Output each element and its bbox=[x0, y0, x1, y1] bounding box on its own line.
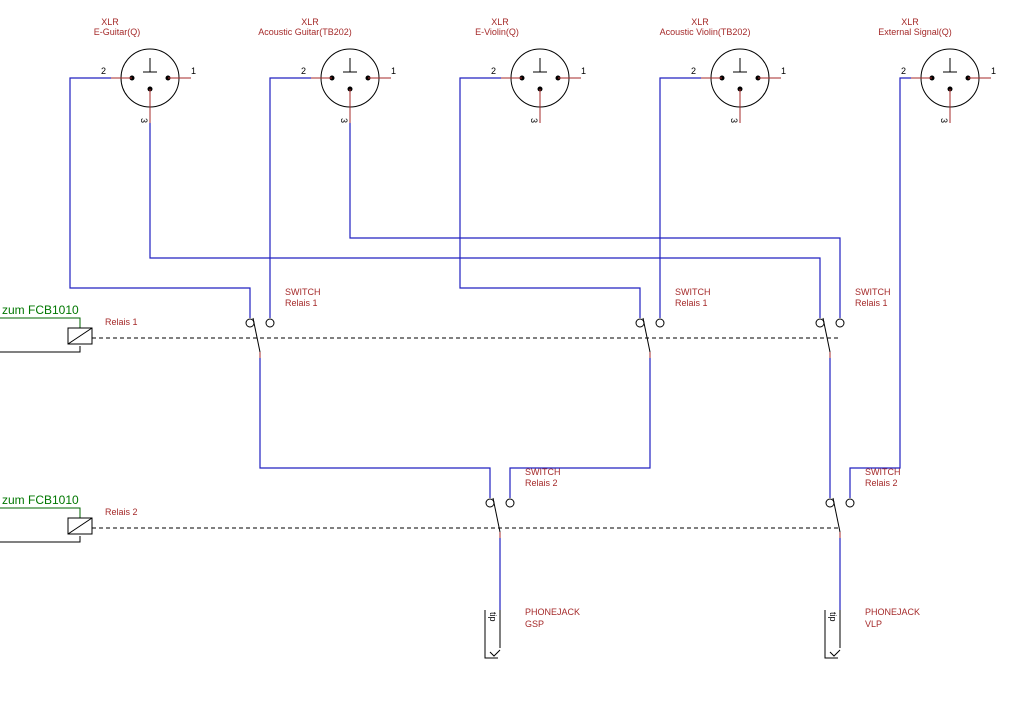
switch-lever bbox=[822, 317, 831, 353]
wire-switch2-to-switch4 bbox=[509, 358, 651, 498]
relay-name-label: Relais 1 bbox=[105, 317, 138, 327]
wire-acoustic-guitar-pin2 bbox=[269, 77, 311, 318]
relay-source-label: zum FCB1010 bbox=[2, 303, 79, 317]
switch-contact bbox=[655, 318, 665, 328]
switch-contact bbox=[845, 498, 855, 508]
signal-wires bbox=[69, 77, 911, 610]
xlr-pin-label: 1 bbox=[781, 66, 786, 76]
switch-contact bbox=[245, 318, 255, 328]
wire-external-signal-pin2 bbox=[849, 77, 911, 498]
switch-relais2-b: SWITCH Relais 2 bbox=[825, 467, 901, 538]
xlr-pin-label: 2 bbox=[691, 66, 696, 76]
switch-contact bbox=[505, 498, 515, 508]
switch-name-label: Relais 1 bbox=[285, 298, 318, 308]
phonejack-icon bbox=[824, 610, 838, 659]
xlr-pin-label: 1 bbox=[581, 66, 586, 76]
relay-return-wire bbox=[0, 346, 81, 353]
switch-name-label: Relais 2 bbox=[525, 478, 558, 488]
wire-acoustic-violin-pin2 bbox=[659, 77, 701, 318]
switch-lever bbox=[832, 497, 841, 533]
relay-control-wire bbox=[0, 507, 81, 518]
xlr-type-label: XLR bbox=[101, 17, 119, 27]
switch-type-label: SWITCH bbox=[675, 287, 711, 297]
xlr-name-label: E-Guitar(Q) bbox=[94, 27, 141, 37]
relay-return-wire bbox=[0, 536, 81, 543]
relay-source-label: zum FCB1010 bbox=[2, 493, 79, 507]
xlr-pin-label: 3 bbox=[139, 118, 149, 123]
xlr-connector-e-violin: XLR E-Violin(Q) 2 1 3 bbox=[475, 17, 586, 123]
xlr-connector-e-guitar: XLR E-Guitar(Q) 2 1 3 bbox=[94, 17, 196, 123]
xlr-type-label: XLR bbox=[691, 17, 709, 27]
phonejack-gsp: PHONEJACK GSP tip bbox=[484, 607, 580, 659]
xlr-pin-label: 2 bbox=[101, 66, 106, 76]
xlr-pin-label: 1 bbox=[991, 66, 996, 76]
xlr-pin-label: 2 bbox=[301, 66, 306, 76]
xlr-connector-acoustic-violin: XLR Acoustic Violin(TB202) 2 1 3 bbox=[660, 17, 786, 123]
xlr-pin-label: 3 bbox=[339, 118, 349, 123]
xlr-connector-external-signal: XLR External Signal(Q) 2 1 3 bbox=[878, 17, 996, 123]
switch-relais1-c: SWITCH Relais 1 bbox=[815, 287, 891, 358]
switch-lever bbox=[252, 317, 261, 353]
xlr-name-label: External Signal(Q) bbox=[878, 27, 952, 37]
xlr-type-label: XLR bbox=[491, 17, 509, 27]
relay-1: zum FCB1010 Relais 1 bbox=[0, 303, 840, 353]
switch-name-label: Relais 1 bbox=[855, 298, 888, 308]
switch-contact bbox=[815, 318, 825, 328]
xlr-type-label: XLR bbox=[301, 17, 319, 27]
xlr-pin-label: 3 bbox=[529, 118, 539, 123]
phonejack-type-label: PHONEJACK bbox=[525, 607, 580, 617]
xlr-name-label: Acoustic Violin(TB202) bbox=[660, 27, 751, 37]
relay-2: zum FCB1010 Relais 2 bbox=[0, 493, 840, 543]
phonejack-name-label: VLP bbox=[865, 619, 882, 629]
wire-e-guitar-pin2 bbox=[69, 77, 251, 318]
relay-coil-icon bbox=[67, 327, 93, 345]
switch-relais2-a: SWITCH Relais 2 bbox=[485, 467, 561, 538]
wire-acoustic-guitar-pin3 bbox=[349, 123, 841, 318]
relay-coil-icon bbox=[67, 517, 93, 535]
switch-name-label: Relais 2 bbox=[865, 478, 898, 488]
wire-e-guitar-pin3 bbox=[149, 123, 821, 318]
switch-contact bbox=[635, 318, 645, 328]
relay-name-label: Relais 2 bbox=[105, 507, 138, 517]
switch-name-label: Relais 1 bbox=[675, 298, 708, 308]
xlr-connector-acoustic-guitar: XLR Acoustic Guitar(TB202) 2 1 3 bbox=[258, 17, 396, 123]
phonejack-vlp: PHONEJACK VLP tip bbox=[824, 607, 920, 659]
xlr-pin-label: 3 bbox=[729, 118, 739, 123]
switch-type-label: SWITCH bbox=[525, 467, 561, 477]
switch-lever bbox=[642, 317, 651, 353]
xlr-name-label: E-Violin(Q) bbox=[475, 27, 519, 37]
phonejack-icon bbox=[484, 610, 498, 659]
wire-switch1-to-switch4 bbox=[259, 358, 491, 498]
switch-contact bbox=[835, 318, 845, 328]
phonejack-pin-label: tip bbox=[488, 612, 498, 622]
switch-relais1-b: SWITCH Relais 1 bbox=[635, 287, 711, 358]
relay-control-wire bbox=[0, 317, 81, 328]
phonejack-name-label: GSP bbox=[525, 619, 544, 629]
xlr-pin-label: 2 bbox=[901, 66, 906, 76]
xlr-pin-label: 1 bbox=[391, 66, 396, 76]
xlr-type-label: XLR bbox=[901, 17, 919, 27]
phonejack-pin-label: tip bbox=[828, 612, 838, 622]
phonejack-type-label: PHONEJACK bbox=[865, 607, 920, 617]
switch-contact bbox=[825, 498, 835, 508]
xlr-pin-label: 1 bbox=[191, 66, 196, 76]
switch-lever bbox=[492, 497, 501, 533]
switch-relais1-a: SWITCH Relais 1 bbox=[245, 287, 321, 358]
switch-contact bbox=[265, 318, 275, 328]
xlr-pin-label: 2 bbox=[491, 66, 496, 76]
wire-e-violin-pin2 bbox=[459, 77, 641, 318]
switch-type-label: SWITCH bbox=[865, 467, 901, 477]
xlr-name-label: Acoustic Guitar(TB202) bbox=[258, 27, 352, 37]
xlr-pin-label: 3 bbox=[939, 118, 949, 123]
switch-type-label: SWITCH bbox=[855, 287, 891, 297]
switch-contact bbox=[485, 498, 495, 508]
switch-type-label: SWITCH bbox=[285, 287, 321, 297]
